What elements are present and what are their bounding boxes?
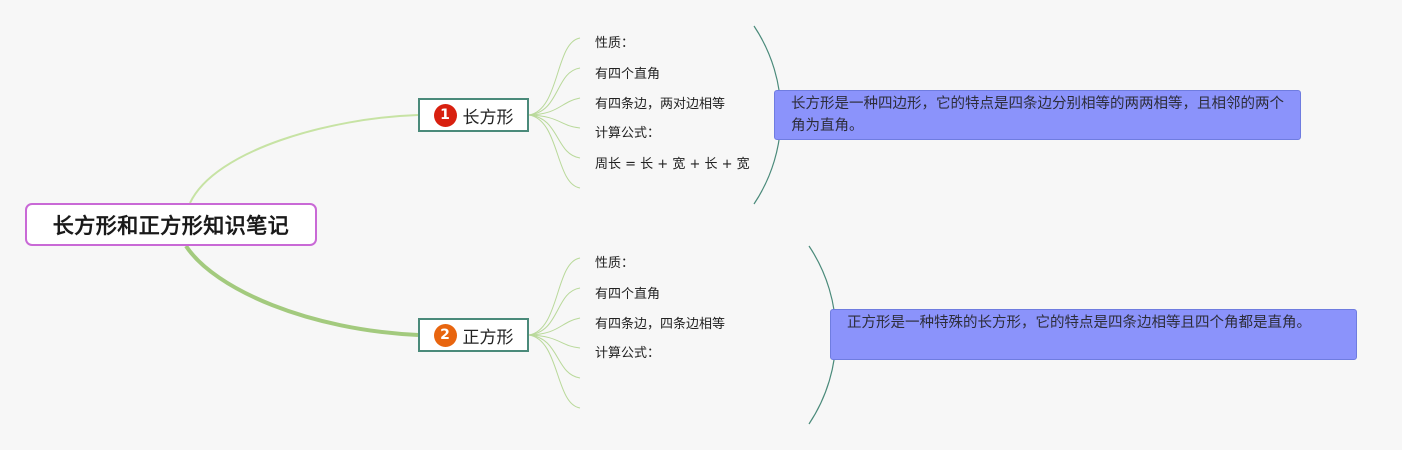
summary-note-rectangle[interactable]: 长方形是一种四边形，它的特点是四条边分别相等的两两相等，且相邻的两个角为直角。 bbox=[774, 90, 1301, 140]
branch-1-leaf-lines bbox=[528, 37, 581, 189]
root-topic[interactable]: 长方形和正方形知识笔记 bbox=[25, 203, 317, 246]
branch-label: 正方形 bbox=[462, 327, 514, 348]
root-to-branch-2-connector bbox=[184, 244, 419, 337]
priority-1-badge: 1 bbox=[433, 103, 457, 127]
root-to-branch-1-connector bbox=[189, 114, 419, 204]
leaf-item[interactable]: 有四个直角 bbox=[595, 287, 661, 302]
branch-label: 长方形 bbox=[462, 107, 514, 128]
leaf-item[interactable]: 计算公式： bbox=[595, 126, 661, 141]
leaf-item[interactable]: 有四条边，四条边相等 bbox=[595, 317, 726, 332]
leaf-item[interactable]: 有四条边，两对边相等 bbox=[595, 97, 726, 112]
branch-square[interactable]: 2 正方形 bbox=[418, 318, 529, 352]
summary-note-square[interactable]: 正方形是一种特殊的长方形，它的特点是四条边相等且四个角都是直角。 bbox=[830, 309, 1357, 360]
leaf-item[interactable]: 性质： bbox=[595, 36, 635, 51]
branch-2-leaf-lines bbox=[528, 257, 581, 409]
priority-2-badge: 2 bbox=[433, 323, 457, 347]
branch-rectangle[interactable]: 1 长方形 bbox=[418, 98, 529, 132]
leaf-item[interactable]: 周长 = 长 + 宽 + 长 + 宽 bbox=[595, 157, 750, 172]
leaf-item[interactable]: 有四个直角 bbox=[595, 67, 661, 82]
leaf-item[interactable]: 计算公式： bbox=[595, 346, 661, 361]
leaf-item[interactable]: 性质： bbox=[595, 256, 635, 271]
